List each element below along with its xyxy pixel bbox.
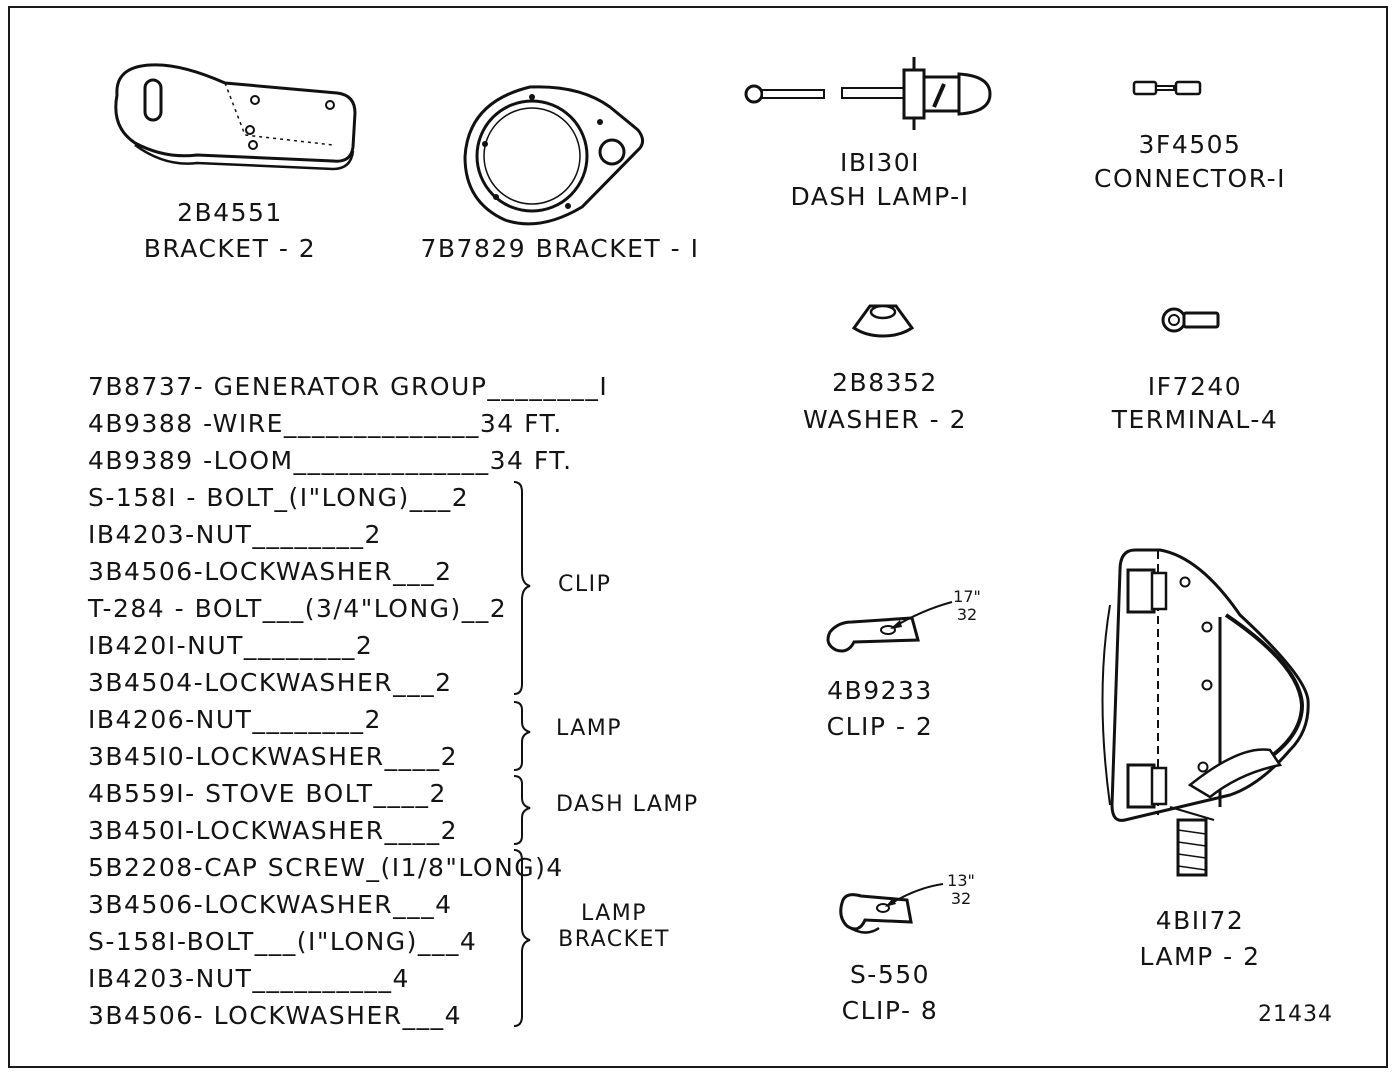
part-number: 2B8352 bbox=[832, 368, 938, 397]
terminal-1f7240-illustration bbox=[1161, 307, 1220, 333]
clip-s550-hole-size: 13" 32 bbox=[944, 872, 978, 908]
parts-list-row: 4B9389 -LOOM______________34 FT. bbox=[88, 446, 573, 475]
washer-2b8352-illustration bbox=[851, 304, 915, 338]
parts-list-row: T-284 - BOLT___(3/4"LONG)__2 bbox=[88, 594, 508, 623]
group-label-line: LAMP bbox=[580, 901, 648, 926]
part-name: WASHER - 2 bbox=[802, 405, 968, 434]
dash-lamp-1b1301-illustration bbox=[744, 57, 992, 130]
part-number: IF7240 bbox=[1147, 372, 1243, 401]
parts-list-row: IB4206-NUT________2 bbox=[88, 705, 382, 734]
part-number: 4B9233 bbox=[827, 676, 933, 705]
part-number: 4BII72 bbox=[1155, 906, 1245, 935]
parts-list-row: 3B4506-LOCKWASHER___4 bbox=[88, 890, 453, 919]
dash-lamp-1b1301-label: IBI30I DASH LAMP-I bbox=[760, 148, 1000, 212]
part-name: TERMINAL-4 bbox=[1111, 405, 1279, 434]
parts-list-row: IB4203-NUT________2 bbox=[88, 520, 382, 549]
parts-list-row: 7B8737- GENERATOR GROUP________I bbox=[88, 372, 609, 401]
parts-list-row: 3B450I-LOCKWASHER____2 bbox=[88, 816, 459, 845]
part-name: LAMP - 2 bbox=[1139, 942, 1261, 971]
bracket-2b4551-illustration bbox=[114, 63, 357, 171]
parts-list-row: 3B4504-LOCKWASHER___2 bbox=[88, 668, 453, 697]
connector-3f4505-label: 3F4505 CONNECTOR-I bbox=[1070, 130, 1310, 194]
fraction-denominator: 32 bbox=[950, 889, 972, 908]
group-label-lamp-bracket: LAMP BRACKET bbox=[556, 901, 672, 953]
clip-4b9233-label: 4B9233 CLIP - 2 bbox=[770, 676, 990, 742]
part-name: BRACKET - 2 bbox=[143, 234, 317, 263]
clip-4b9233-hole-size: 17" 32 bbox=[950, 588, 984, 624]
lamp-4b1172-illustration bbox=[1101, 548, 1310, 877]
parts-list-row: 5B2208-CAP SCREW_(I1/8"LONG)4 bbox=[88, 853, 564, 882]
drawing-frame bbox=[8, 6, 1388, 1068]
part-number: 2B4551 bbox=[177, 198, 283, 227]
fraction-numerator: 13" bbox=[947, 871, 975, 890]
parts-list-row: S-158I - BOLT_(I"LONG)___2 bbox=[88, 483, 470, 512]
part-number: S-550 bbox=[849, 960, 931, 989]
bracket-2b4551-label: 2B4551 BRACKET - 2 bbox=[120, 198, 340, 264]
figure-number: 21434 bbox=[1258, 1002, 1333, 1027]
part-name: CLIP - 2 bbox=[826, 712, 934, 741]
parts-list-row: 4B9388 -WIRE______________34 FT. bbox=[88, 409, 563, 438]
group-label-line: BRACKET bbox=[558, 927, 670, 952]
part-number: 3F4505 bbox=[1138, 130, 1242, 159]
fraction-denominator: 32 bbox=[956, 605, 978, 624]
connector-3f4505-illustration bbox=[1132, 80, 1202, 96]
parts-list-row: 4B559I- STOVE BOLT____2 bbox=[88, 779, 447, 808]
lamp-4b1172-label: 4BII72 LAMP - 2 bbox=[1090, 906, 1310, 972]
parts-list-row: IB420I-NUT________2 bbox=[88, 631, 374, 660]
clip-s550-illustration bbox=[839, 883, 944, 934]
group-label-dash-lamp: DASH LAMP bbox=[556, 792, 699, 817]
parts-list-row: 3B45I0-LOCKWASHER____2 bbox=[88, 742, 459, 771]
bracket-7b7829-illustration bbox=[463, 85, 645, 226]
group-label-lamp: LAMP bbox=[556, 716, 623, 741]
washer-2b8352-label: 2B8352 WASHER - 2 bbox=[770, 368, 1000, 435]
group-braces bbox=[513, 481, 531, 1027]
part-name: CONNECTOR-I bbox=[1094, 164, 1286, 193]
part-name: DASH LAMP-I bbox=[790, 182, 970, 211]
terminal-1f7240-label: IF7240 TERMINAL-4 bbox=[1080, 372, 1310, 435]
parts-list-row: 3B4506- LOCKWASHER___4 bbox=[88, 1001, 463, 1030]
clip-s550-label: S-550 CLIP- 8 bbox=[780, 960, 1000, 1026]
parts-list-row: 3B4506-LOCKWASHER___2 bbox=[88, 557, 453, 586]
bracket-7b7829-label: 7B7829 BRACKET - I bbox=[420, 234, 700, 263]
parts-list-row: IB4203-NUT__________4 bbox=[88, 964, 410, 993]
clip-4b9233-illustration bbox=[826, 601, 953, 653]
parts-list-row: S-158I-BOLT___(I"LONG)___4 bbox=[88, 927, 478, 956]
fraction-numerator: 17" bbox=[953, 587, 981, 606]
part-name: CLIP- 8 bbox=[841, 996, 939, 1025]
group-label-clip: CLIP bbox=[558, 572, 612, 597]
part-number: IBI30I bbox=[839, 148, 921, 177]
